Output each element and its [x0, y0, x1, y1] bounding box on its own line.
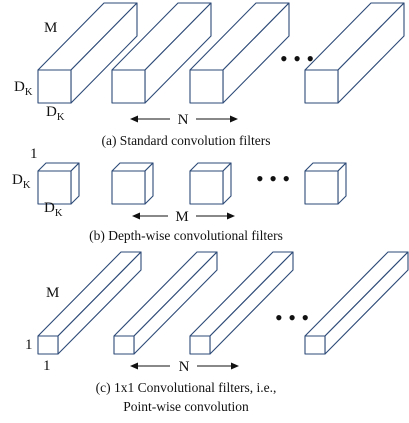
box-front-face — [304, 170, 339, 205]
box-front-face — [37, 170, 72, 205]
box-side-face — [337, 162, 347, 205]
width-label-dk: DK — [44, 200, 63, 219]
filter-prism — [37, 2, 138, 104]
count-label-n: N — [178, 112, 189, 128]
count-arrow — [130, 115, 238, 123]
depth-label-m: M — [46, 285, 59, 301]
box-front-face — [37, 69, 72, 104]
ellipsis: • • • — [256, 166, 290, 191]
box-side-face — [222, 162, 232, 205]
filter-prism-1x1 — [113, 251, 218, 355]
box-front-face — [189, 335, 211, 355]
caption-c-line1: (c) 1x1 Convolutional filters, i.e., — [96, 380, 277, 395]
width-label-1: 1 — [43, 358, 51, 374]
depth-label-1: 1 — [30, 146, 38, 162]
filter-prism-1x1 — [304, 251, 409, 355]
box-front-face — [111, 69, 146, 104]
box-front-face — [111, 170, 146, 205]
ellipsis: • • • — [275, 305, 309, 330]
width-label-dk: DK — [46, 104, 65, 123]
panel-depthwise-filters: 1 DK DK • • • M (b) Depth-wise convoluti… — [12, 146, 347, 243]
box-top-face — [304, 251, 409, 337]
count-label-m: M — [175, 209, 188, 225]
caption-a: (a) Standard convolution filters — [101, 133, 270, 148]
pointwise-filter-boxes — [37, 251, 409, 355]
height-label-dk: DK — [14, 79, 33, 98]
caption-b: (b) Depth-wise convolutional filters — [89, 228, 283, 243]
count-label-n: N — [179, 359, 190, 375]
height-label-1: 1 — [25, 337, 33, 353]
box-front-face — [304, 335, 326, 355]
ellipsis: • • • — [280, 46, 314, 71]
box-front-face — [304, 69, 339, 104]
filter-cube — [37, 162, 80, 205]
box-side-face — [144, 162, 154, 205]
filter-cube — [304, 162, 347, 205]
box-front-face — [189, 170, 224, 205]
filter-cube — [111, 162, 154, 205]
caption-c-line2: Point-wise convolution — [123, 399, 249, 414]
filter-prism-1x1 — [37, 251, 142, 355]
filter-prism — [304, 2, 405, 104]
height-label-dk: DK — [12, 172, 31, 191]
depthwise-filter-boxes — [37, 162, 347, 205]
box-front-face — [113, 335, 135, 355]
filter-prism — [111, 2, 212, 104]
panel-pointwise-filters: M 1 1 • • • N (c) 1x1 Convolutional filt… — [25, 251, 409, 414]
count-arrow — [130, 362, 239, 370]
box-front-face — [37, 335, 59, 355]
box-front-face — [189, 69, 224, 104]
count-arrow — [132, 212, 235, 220]
panel-standard-filters: M DK DK • • • N (a) Standard convolution… — [14, 2, 405, 148]
filter-cube — [189, 162, 232, 205]
filter-prism-1x1 — [189, 251, 294, 355]
filter-prism — [189, 2, 290, 104]
box-side-face — [70, 162, 80, 205]
standard-filter-boxes — [37, 2, 405, 104]
depth-label-m: M — [44, 20, 57, 36]
